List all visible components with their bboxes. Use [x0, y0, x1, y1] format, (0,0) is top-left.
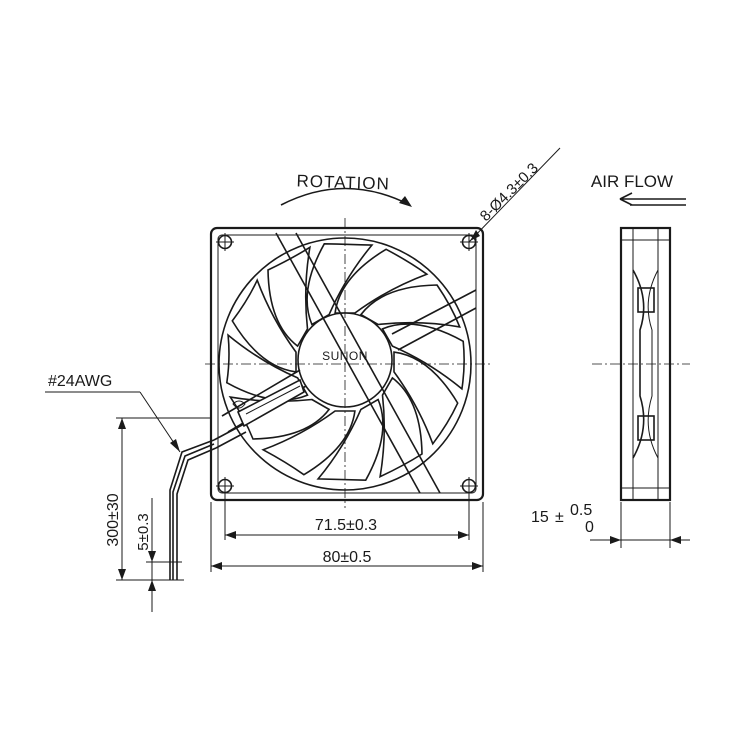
strip-length-dimension: 5±0.3 [135, 498, 168, 612]
fan-blade [267, 245, 311, 348]
thickness-dimension: 15 ± 0.5 0 [531, 502, 690, 548]
fan-blade [393, 351, 459, 446]
lead-wire [167, 439, 217, 580]
fan-blade [359, 284, 461, 328]
lead-length-label: 300±30 [105, 493, 122, 546]
rotation-arrowhead [399, 196, 412, 207]
support-spoke-top-left [275, 232, 441, 494]
thickness-plus-minus: ± [555, 509, 564, 526]
fan-blade [316, 398, 384, 482]
rotation-label: ROTATION [296, 171, 390, 193]
fan-blade [231, 278, 297, 373]
strip-length-label: 5±0.3 [135, 513, 152, 550]
hole-pitch-dimension: 71.5±0.3 [224, 492, 470, 540]
wire-gauge-label: #24AWG [48, 373, 112, 390]
lead-length-dimension: 300±30 [105, 417, 210, 581]
wire-channel [213, 378, 305, 449]
frame-size-dimension: 80±0.5 [210, 502, 484, 572]
rotation-indicator: ROTATION [280, 171, 412, 207]
fan-blade [379, 376, 423, 479]
thickness-upper-tolerance: 0.5 [570, 502, 592, 519]
frame-size-label: 80±0.5 [323, 549, 372, 566]
mounting-hole-top-left [216, 233, 234, 251]
side-view [592, 226, 690, 502]
hole-spec-label: 8-Ø4.3±0.3 [477, 160, 542, 225]
fan-blade [381, 323, 465, 391]
fan-blade [334, 248, 429, 314]
rotation-arrow [280, 187, 411, 206]
wire-gauge-callout: #24AWG [45, 373, 181, 453]
thickness-nominal: 15 [531, 509, 549, 526]
air-flow-arrow [619, 192, 686, 206]
hole-pitch-label: 71.5±0.3 [315, 517, 377, 534]
air-flow-indicator: AIR FLOW [591, 172, 686, 206]
air-flow-label: AIR FLOW [591, 172, 673, 191]
hole-callout: 8-Ø4.3±0.3 [468, 147, 561, 243]
fan-blade [261, 410, 356, 476]
thickness-lower-tolerance: 0 [585, 519, 594, 536]
front-view: SUNON [205, 218, 490, 508]
support-spoke-right [391, 289, 477, 351]
